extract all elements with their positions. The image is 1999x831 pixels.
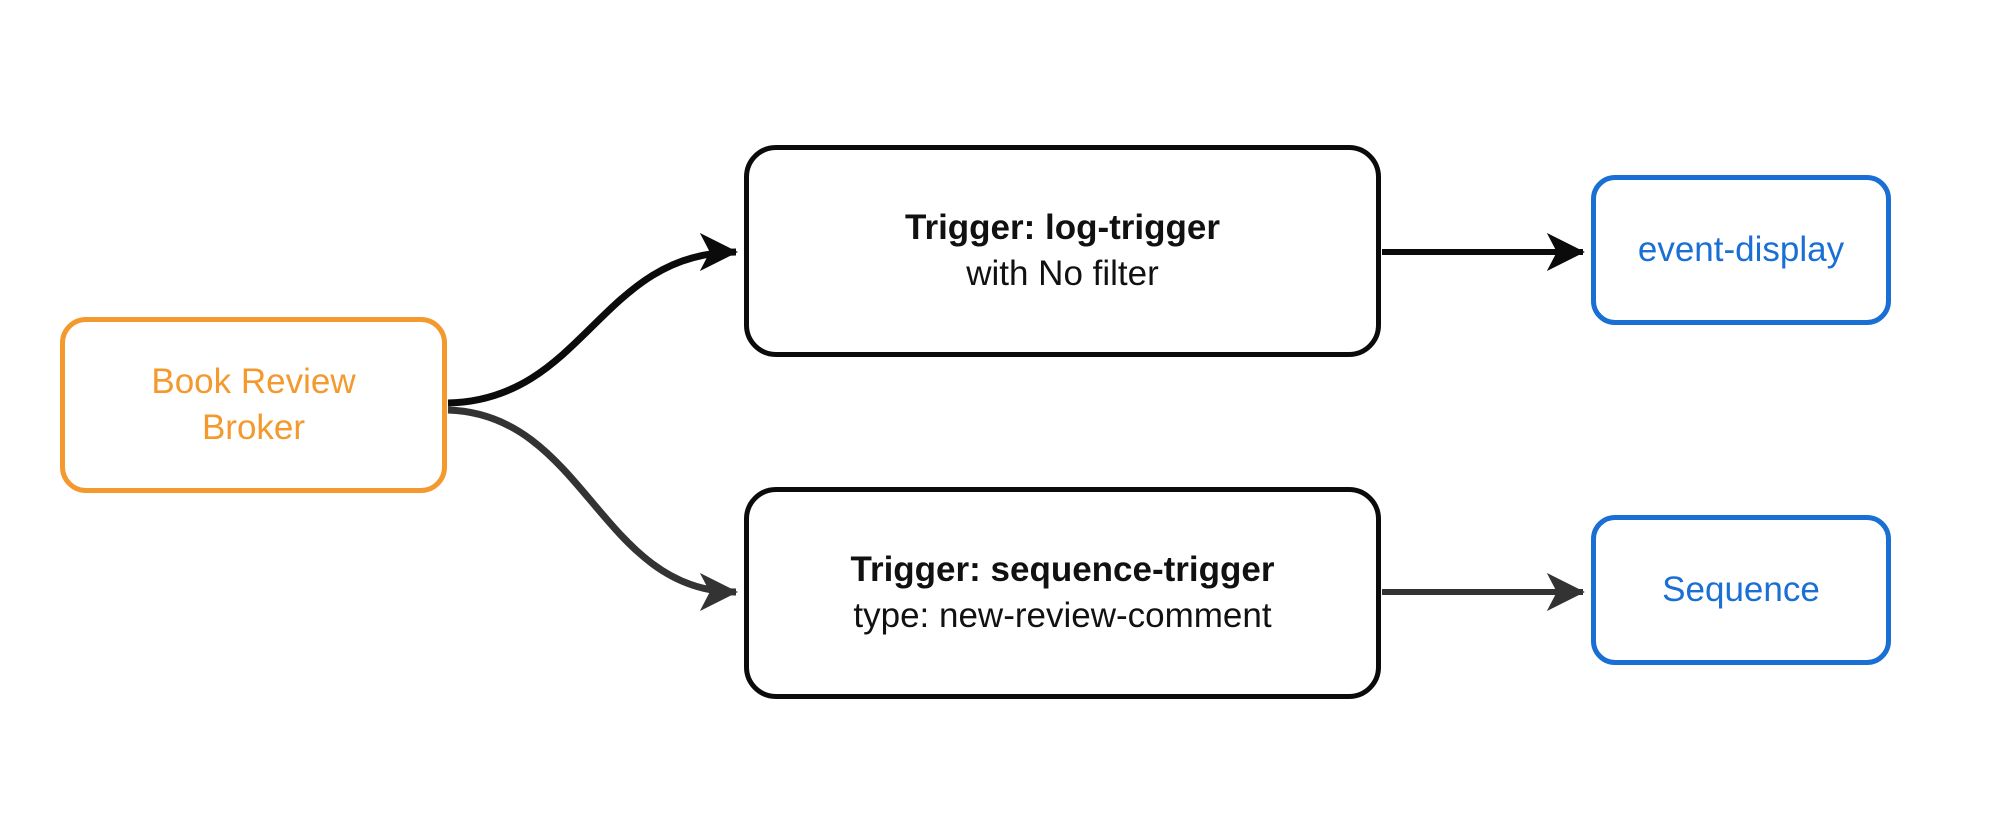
event-display-label: event-display bbox=[1637, 230, 1845, 269]
broker-label-line2: Broker bbox=[201, 408, 306, 447]
node-event-display: event-display bbox=[1591, 175, 1891, 325]
edge-broker-to-log-trigger bbox=[447, 233, 738, 407]
edge-broker-to-sequence-trigger bbox=[447, 406, 738, 611]
node-book-review-broker: Book Review Broker bbox=[60, 317, 447, 493]
sequence-trigger-subtitle: type: new-review-comment bbox=[853, 596, 1272, 635]
node-sequence: Sequence bbox=[1591, 515, 1891, 665]
sequence-trigger-title: Trigger: sequence-trigger bbox=[850, 550, 1275, 589]
node-log-trigger: Trigger: log-trigger with No filter bbox=[744, 145, 1381, 357]
sequence-label: Sequence bbox=[1662, 570, 1820, 609]
log-trigger-title: Trigger: log-trigger bbox=[905, 208, 1220, 247]
node-sequence-trigger: Trigger: sequence-trigger type: new-revi… bbox=[744, 487, 1381, 699]
log-trigger-subtitle: with No filter bbox=[966, 254, 1159, 293]
broker-label-line1: Book Review bbox=[151, 362, 356, 401]
